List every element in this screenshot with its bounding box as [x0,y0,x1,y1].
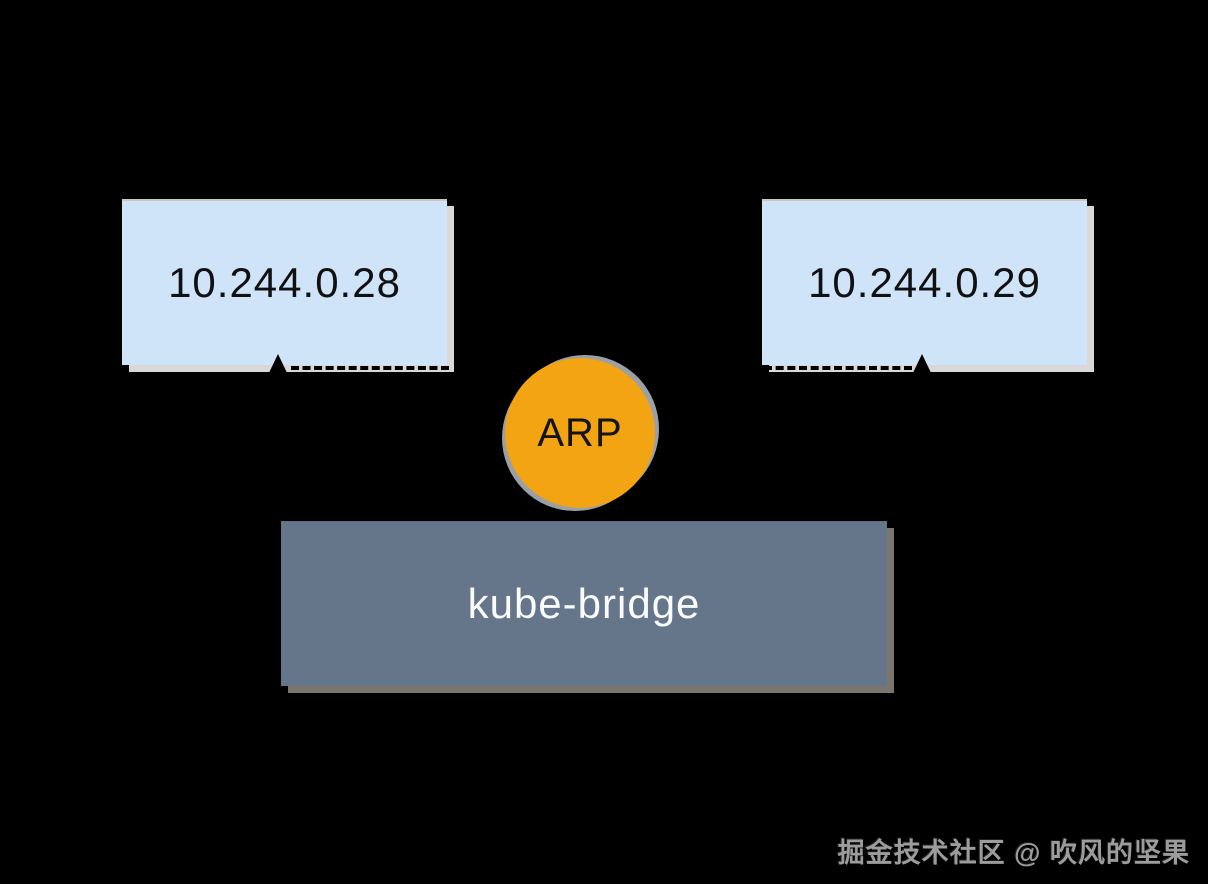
pod-ip-label-right: 10.244.0.29 [808,259,1041,306]
dashed-connector-to-left-pod [291,366,449,370]
arp-circle-node: ARP [505,358,655,508]
pod-ip-label-left: 10.244.0.28 [168,259,401,306]
dashed-connector-to-right-pod [764,366,912,370]
kube-bridge-label: kube-bridge [467,580,701,627]
arp-label: ARP [537,410,623,455]
watermark-text: 掘金技术社区 @ 吹风的坚果 [837,838,1190,868]
arrowhead-up-left-pod-icon [267,354,289,377]
arrowhead-up-right-pod-icon [911,354,933,377]
kube-bridge-node: kube-bridge [281,521,887,686]
pod-node-right: 10.244.0.29 [762,199,1087,365]
pod-node-left: 10.244.0.28 [122,199,447,365]
